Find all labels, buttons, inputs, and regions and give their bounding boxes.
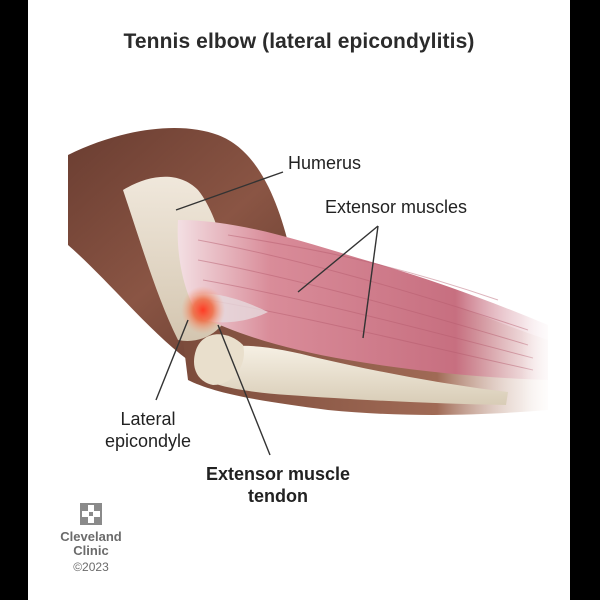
logo-name-line1: Cleveland bbox=[60, 529, 122, 544]
label-extensor-tendon-line2: tendon bbox=[248, 486, 308, 506]
label-lateral-epicondyle: Lateral epicondyle bbox=[88, 408, 208, 452]
label-extensor-muscles: Extensor muscles bbox=[325, 197, 468, 217]
label-extensor-tendon-line1: Extensor muscle bbox=[205, 464, 351, 484]
label-extensor-muscle-tendon: Extensor muscle tendon bbox=[193, 463, 363, 507]
humerus-leader-line bbox=[175, 171, 284, 211]
extensor-muscles-leader-line-2 bbox=[362, 225, 379, 339]
elbow-illustration bbox=[68, 127, 570, 525]
logo-name-line2: Clinic bbox=[73, 543, 109, 558]
inflammation-spot bbox=[181, 286, 225, 334]
label-lateral-epicondyle-line2: epicondyle bbox=[104, 431, 192, 451]
extensor-tendon-leader-line bbox=[217, 324, 271, 456]
label-lateral-epicondyle-line1: Lateral bbox=[120, 409, 176, 429]
label-humerus: Humerus bbox=[288, 153, 362, 173]
diagram-title: Tennis elbow (lateral epicondylitis) bbox=[123, 30, 475, 53]
illustration-frame: Tennis elbow (lateral epicondylitis) bbox=[28, 0, 570, 600]
olecranon-bone bbox=[193, 334, 244, 385]
cleveland-clinic-cross-logo bbox=[80, 503, 102, 525]
logo-name: Cleveland Clinic bbox=[56, 530, 126, 558]
logo-copyright: ©2023 bbox=[73, 560, 109, 574]
lateral-epicondyle-leader-line bbox=[155, 319, 189, 401]
extensor-muscles-leader-line-1 bbox=[297, 225, 379, 293]
